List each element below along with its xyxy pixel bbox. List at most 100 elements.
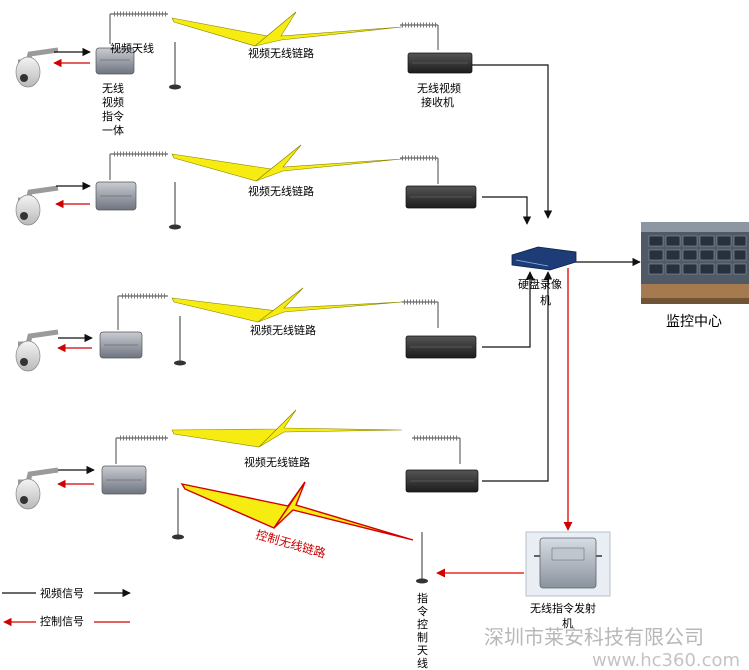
yagi-antenna-rx	[400, 155, 439, 184]
dvr-label-line-2: 机	[540, 293, 551, 307]
yagi-antenna-rx	[402, 299, 439, 328]
tx-caption: 无线 视频 指令 一体	[102, 81, 124, 137]
tx-caption-line-2: 视频	[102, 95, 124, 109]
video-link-label: 视频无线链路	[248, 184, 314, 198]
video-link-label: 视频无线链路	[250, 323, 316, 337]
bolt-shape-2	[254, 11, 403, 47]
cmd-tx-box	[539, 537, 597, 589]
camera-row-3: 视频无线链路	[15, 293, 477, 372]
dome-camera	[15, 329, 59, 372]
whip-base	[169, 84, 181, 90]
screen	[648, 235, 664, 247]
dvr-recorder	[511, 246, 577, 271]
screen	[733, 263, 747, 275]
rx-caption-line-1: 无线视频	[417, 81, 461, 95]
monitor-ceiling	[641, 222, 749, 232]
watermark-url: www.hc360.com	[592, 650, 740, 670]
monitor-screens	[648, 235, 747, 275]
dome-camera-lens	[20, 496, 28, 504]
tx-caption-line-1: 无线	[102, 81, 124, 95]
cmd-antenna-char-2: 令	[417, 604, 428, 618]
yagi-antenna-tx	[109, 151, 168, 180]
rack-receiver	[407, 52, 473, 74]
wire-rx4-dvr	[482, 271, 553, 482]
dome-camera-body	[15, 340, 41, 372]
video-transmitter	[95, 47, 135, 75]
dome-camera-body	[15, 478, 41, 510]
rx-caption: 无线视频 接收机	[417, 81, 461, 109]
whip-base	[416, 578, 428, 584]
command-transmitter	[525, 531, 611, 597]
legend-control-label: 控制信号	[40, 614, 84, 628]
control-link-bolt	[180, 481, 414, 541]
wire-rx1-dvr	[470, 64, 553, 219]
dome-camera	[15, 47, 59, 88]
rack-receiver	[405, 335, 477, 359]
rack-receiver	[405, 185, 477, 209]
tx-antenna-label: 视频天线	[110, 41, 154, 55]
camera-row-4: 视频无线链路	[15, 435, 479, 540]
screen	[648, 263, 664, 275]
video-link-label: 视频无线链路	[244, 455, 310, 469]
cmd-antenna-char-3: 控	[417, 617, 428, 631]
whip-antenna-tx	[172, 488, 184, 540]
bolt-shape-2	[258, 409, 403, 448]
screen	[733, 249, 747, 261]
cmd-tx-label-line-2: 机	[562, 616, 573, 630]
yagi-antenna-rx	[400, 22, 439, 50]
bolt-shape	[180, 481, 306, 529]
screen	[665, 263, 681, 275]
yagi-antenna-tx	[115, 435, 168, 464]
cmd-tx-panel	[551, 547, 585, 561]
bolt-shape-2	[273, 481, 414, 541]
watermark-company: 深圳市莱安科技有限公司	[484, 625, 704, 649]
cmd-antenna-char-6: 线	[417, 656, 428, 670]
screen	[682, 263, 698, 275]
cmd-antenna-char-4: 制	[417, 631, 428, 644]
monitor-center-photo	[641, 222, 749, 304]
screen	[716, 263, 732, 275]
command-whip-antenna	[416, 532, 428, 584]
dome-camera-lens	[20, 212, 28, 220]
camera-row-1: 视频无线链路 视频天线 无线 视频 指令 一体 无线视频 接收机	[15, 11, 473, 137]
cmd-tx-label-line-1: 无线指令发射	[530, 601, 596, 615]
yagi-antenna-tx	[109, 11, 168, 44]
screen	[716, 249, 732, 261]
dome-camera	[15, 185, 59, 226]
video-link-bolt-3	[171, 287, 403, 323]
dvr-front-line	[515, 259, 549, 267]
screen	[699, 235, 715, 247]
floor	[641, 298, 749, 304]
screen	[665, 235, 681, 247]
receiver-wiring	[470, 64, 641, 482]
yagi-antenna-rx	[412, 435, 461, 464]
rx-caption-line-2: 接收机	[421, 95, 454, 109]
legend-video-label: 视频信号	[40, 586, 84, 600]
dome-camera-body	[15, 56, 41, 88]
camera-row-2: 视频无线链路	[15, 151, 477, 230]
screen	[682, 249, 698, 261]
legend-control-label-bg	[36, 613, 94, 629]
screen	[682, 235, 698, 247]
dome-camera-lens	[20, 74, 28, 82]
legend-video-label-bg	[36, 585, 94, 601]
cmd-antenna-char-1: 指	[417, 591, 428, 605]
screen	[665, 249, 681, 261]
dome-camera-body	[15, 194, 41, 226]
screen	[733, 235, 747, 247]
tx-caption-line-3: 指令	[102, 109, 124, 123]
legend: 视频信号 控制信号	[2, 585, 131, 629]
bolt-shape-2	[257, 287, 403, 323]
dome-camera	[15, 467, 59, 510]
whip-base	[174, 360, 186, 366]
video-transmitter	[95, 181, 137, 211]
whip-base	[169, 224, 181, 230]
video-link-label: 视频无线链路	[248, 46, 314, 60]
control-link-label: 控制无线链路	[254, 526, 327, 560]
video-link-bolt-1	[171, 11, 403, 47]
dome-camera-lens	[20, 358, 28, 366]
screen	[699, 249, 715, 261]
video-link-bolt-2	[171, 144, 403, 182]
screen	[699, 263, 715, 275]
